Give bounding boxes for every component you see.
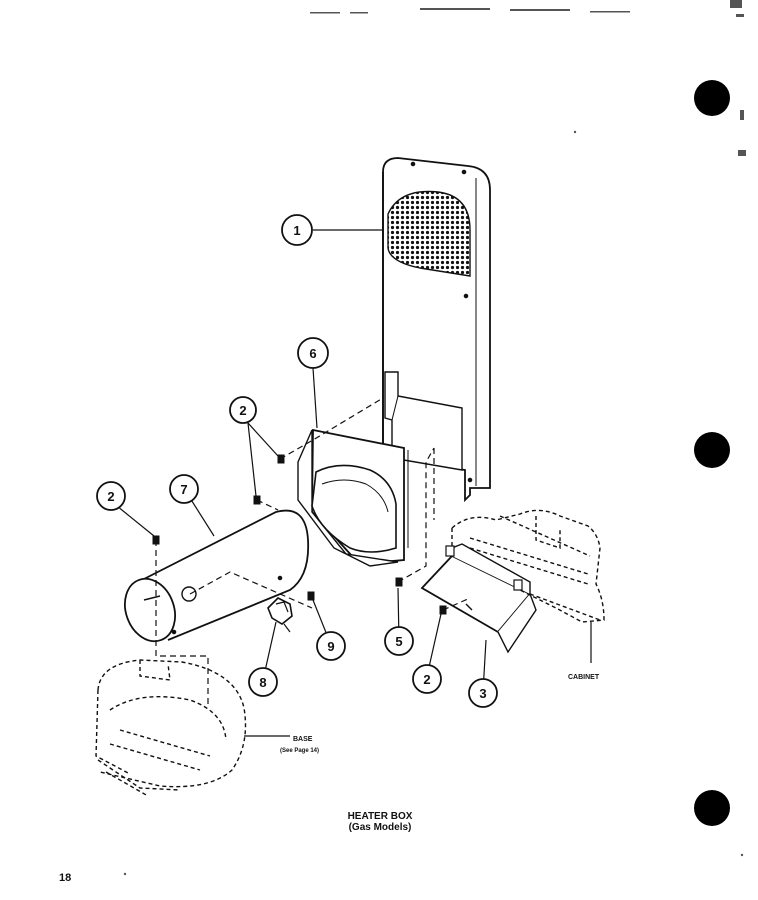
callout-8: 8 bbox=[248, 667, 278, 697]
callout-2-left: 2 bbox=[96, 481, 126, 511]
part-ignitor bbox=[267, 597, 293, 633]
callout-2-left-text: 2 bbox=[107, 489, 114, 504]
callout-8-text: 8 bbox=[259, 675, 266, 690]
callout-9-text: 9 bbox=[327, 639, 334, 654]
callout-6: 6 bbox=[297, 337, 329, 369]
screw-9 bbox=[307, 591, 315, 601]
part-burner-tube bbox=[124, 509, 310, 643]
part-support-bracket bbox=[420, 543, 537, 654]
callout-3-text: 3 bbox=[479, 686, 486, 701]
scan-noise bbox=[123, 0, 746, 876]
callout-2-upper: 2 bbox=[229, 396, 257, 424]
cabinet-outline bbox=[451, 509, 605, 623]
title-line-1: HEATER BOX bbox=[347, 811, 413, 822]
callout-7: 7 bbox=[169, 474, 199, 504]
part-duct-collar bbox=[297, 428, 409, 567]
binder-hole-top bbox=[694, 80, 730, 116]
cabinet-label: CABINET bbox=[568, 674, 600, 681]
binder-hole-bottom bbox=[694, 790, 730, 826]
title-line-2: (Gas Models) bbox=[348, 822, 412, 833]
base-label: BASE bbox=[293, 736, 313, 743]
callout-5: 5 bbox=[384, 626, 414, 656]
callout-2-lower: 2 bbox=[412, 664, 442, 694]
callout-2-upper-text: 2 bbox=[239, 403, 246, 418]
callout-3: 3 bbox=[468, 678, 498, 708]
callout-7-text: 7 bbox=[180, 482, 187, 497]
callout-6-text: 6 bbox=[309, 346, 316, 361]
page-number: 18 bbox=[59, 872, 72, 884]
diagram-title: HEATER BOX (Gas Models) bbox=[300, 811, 460, 833]
callout-1-text: 1 bbox=[293, 223, 300, 238]
callout-5-text: 5 bbox=[395, 634, 402, 649]
part-rear-panel bbox=[382, 157, 491, 503]
base-outline bbox=[95, 659, 247, 797]
base-note-label: (See Page 14) bbox=[280, 748, 319, 754]
callouts: 1 6 2 2 7 9 8 bbox=[96, 214, 498, 708]
callout-2-lower-text: 2 bbox=[423, 672, 430, 687]
assembly-lines bbox=[155, 397, 471, 708]
callout-9: 9 bbox=[316, 631, 346, 661]
binder-hole-middle bbox=[694, 432, 730, 468]
callout-1: 1 bbox=[281, 214, 313, 246]
